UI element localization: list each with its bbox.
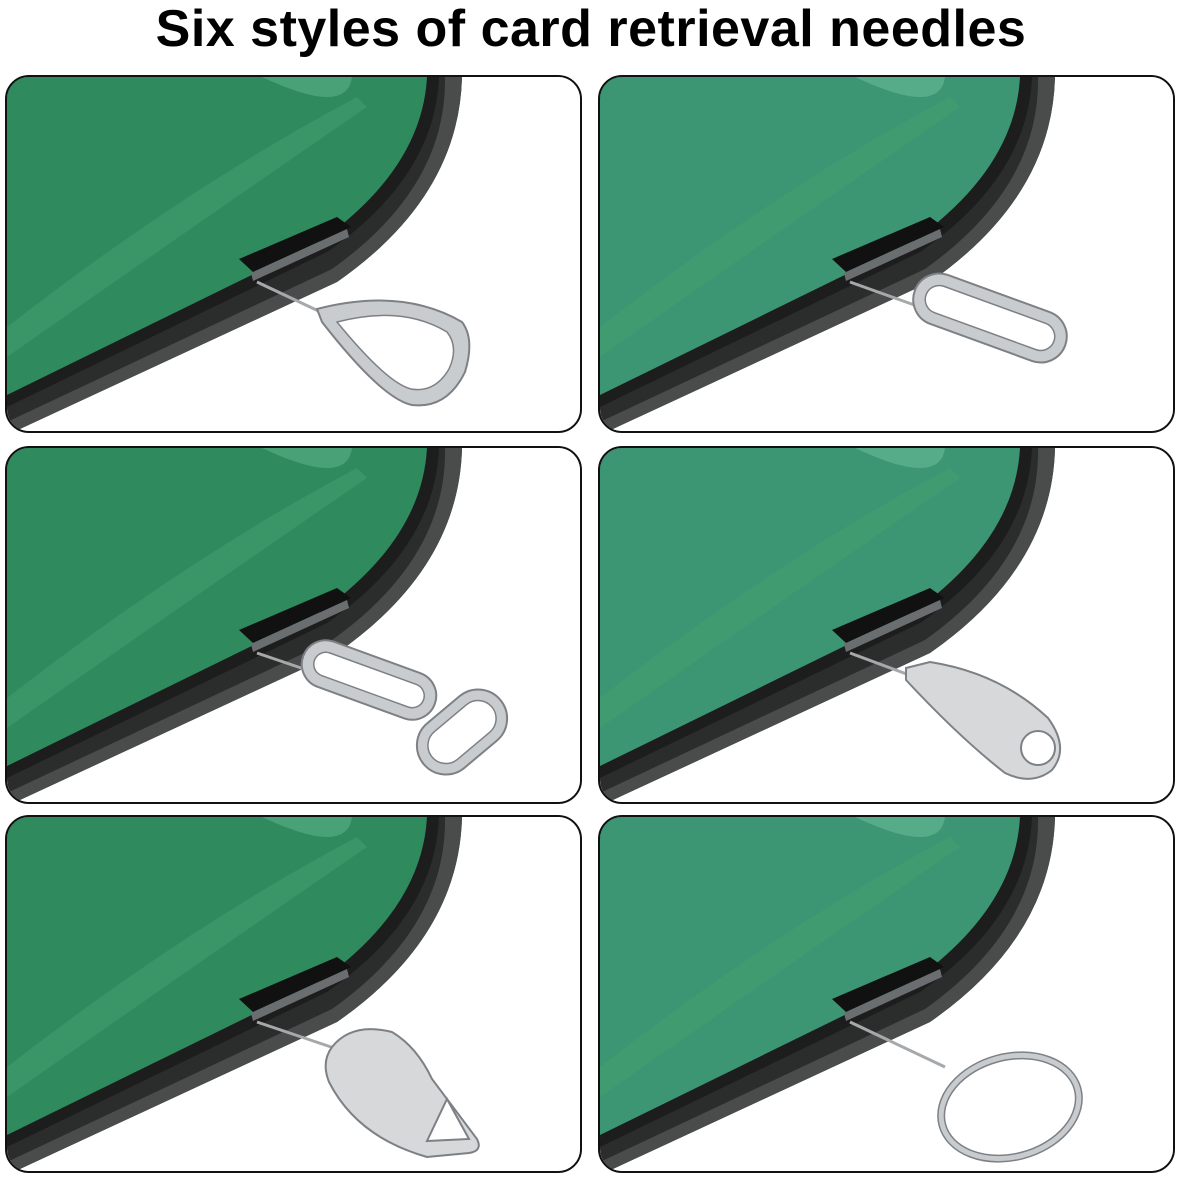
- phone-closeup: [600, 77, 1173, 431]
- phone-closeup: [7, 448, 580, 802]
- phone-screen: [7, 448, 427, 766]
- phone-edge: [7, 448, 462, 802]
- screen-highlight: [600, 448, 945, 468]
- screen-wave: [600, 837, 960, 1097]
- phone-closeup: [600, 817, 1173, 1171]
- screen-wave: [7, 468, 367, 728]
- double-loop-ejector-icon: [256, 639, 509, 776]
- screen-highlight: [7, 817, 352, 837]
- sim-slot: [832, 217, 944, 272]
- screen-highlight: [600, 817, 945, 837]
- phone-screen: [600, 817, 1020, 1135]
- triangle-hole-ejector-icon: [256, 1020, 480, 1159]
- teardrop-loop-ejector-icon: [256, 280, 471, 407]
- sim-slot: [832, 957, 944, 1012]
- phone-edge: [7, 77, 462, 431]
- phone-edge: [600, 448, 1055, 802]
- oval-loop-ejector-icon: [849, 272, 1068, 364]
- phone-screen: [7, 77, 427, 395]
- phone-screen: [7, 817, 427, 1135]
- sim-tray: [844, 600, 942, 652]
- sim-tray: [844, 229, 942, 281]
- ejector-card-teardrop: [5, 75, 582, 433]
- screen-highlight: [600, 77, 945, 97]
- sim-tray: [251, 969, 349, 1021]
- page-title: Six styles of card retrieval needles: [155, 0, 1027, 58]
- sim-slot: [239, 588, 351, 643]
- phone-screen: [600, 448, 1020, 766]
- ejector-card-ring: [598, 815, 1175, 1173]
- sim-tray: [251, 229, 349, 281]
- phone-screen: [600, 77, 1020, 395]
- screen-wave: [600, 468, 960, 728]
- paddle-ejector-icon: [849, 651, 1061, 780]
- sim-slot: [832, 588, 944, 643]
- phone-edge: [600, 77, 1055, 431]
- phone-closeup: [600, 448, 1173, 802]
- screen-highlight: [7, 448, 352, 468]
- phone-edge: [600, 817, 1055, 1171]
- screen-wave: [600, 97, 960, 357]
- sim-tray: [251, 600, 349, 652]
- phone-closeup: [7, 77, 580, 431]
- sim-slot: [239, 217, 351, 272]
- sim-tray: [844, 969, 942, 1021]
- ejector-card-oval: [598, 75, 1175, 433]
- sim-slot: [239, 957, 351, 1012]
- ejector-card-paddle: [598, 446, 1175, 804]
- screen-wave: [7, 837, 367, 1097]
- ejector-card-double-loop: [5, 446, 582, 804]
- ejector-card-triangle-hole: [5, 815, 582, 1173]
- ring-ejector-icon: [849, 1020, 1083, 1163]
- screen-highlight: [7, 77, 352, 97]
- screen-wave: [7, 97, 367, 357]
- phone-edge: [7, 817, 462, 1171]
- phone-closeup: [7, 817, 580, 1171]
